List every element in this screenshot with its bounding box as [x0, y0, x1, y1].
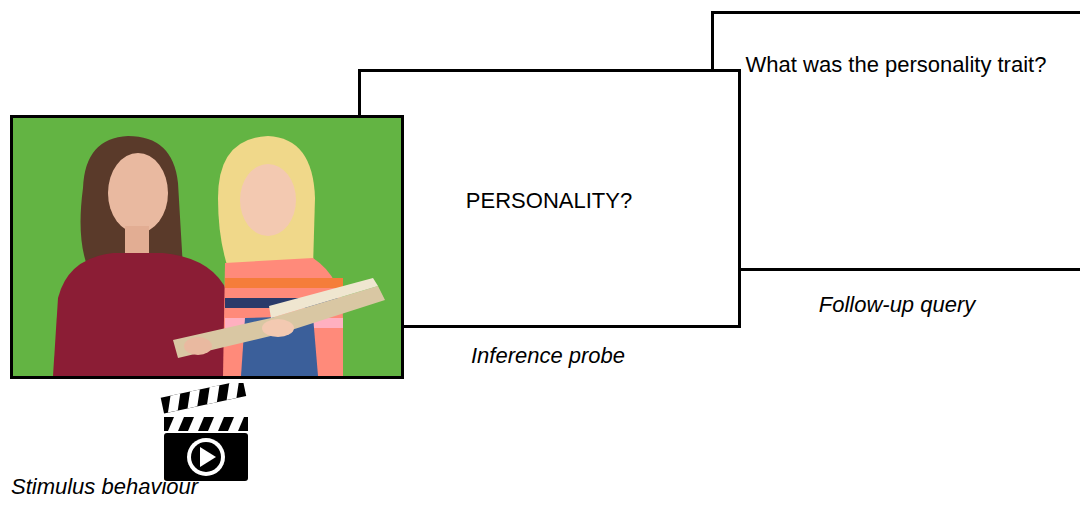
query-caption: Follow-up query [819, 288, 976, 321]
photo-illustration [13, 118, 401, 376]
stimulus-frame: Stimulus behaviour [10, 115, 404, 379]
clapperboard-icon [158, 383, 254, 483]
probe-text: PERSONALITY? [466, 184, 632, 217]
query-box: What was the personality trait?Follow-up… [711, 11, 1080, 271]
query-text: What was the personality trait? [736, 48, 1056, 81]
inference-box: PERSONALITY?Inference probe [358, 69, 741, 328]
inference-caption: Inference probe [471, 339, 625, 372]
stimulus-caption: Stimulus behaviour [11, 470, 198, 503]
